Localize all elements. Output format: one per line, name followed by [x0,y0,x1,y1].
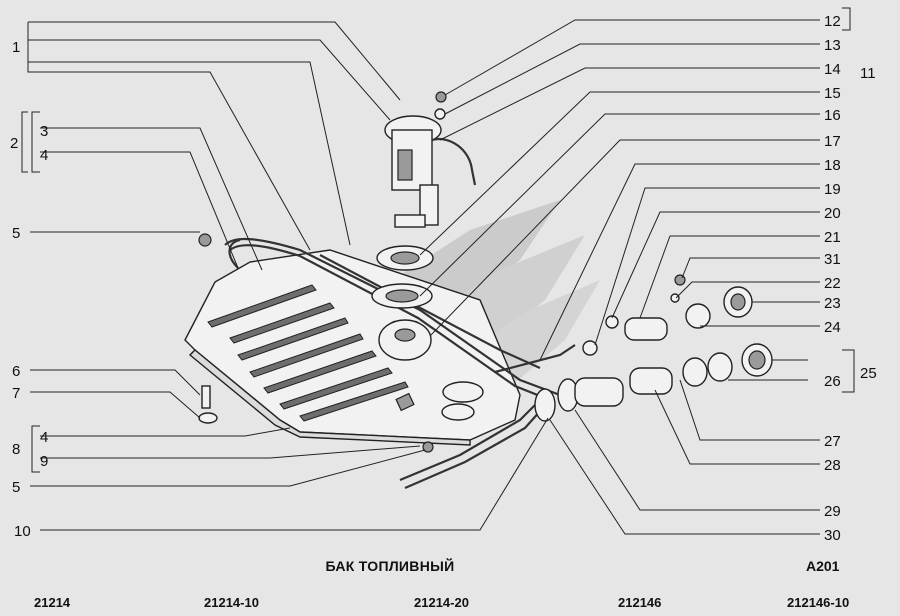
tank-filler-port [442,381,484,403]
model-label: 21214-20 [414,595,469,610]
nut-31 [674,274,686,286]
callout-31: 31 [824,251,841,268]
pipe-28 [629,367,673,395]
callout-8: 8 [12,441,20,458]
callout-28: 28 [824,457,841,474]
callout-5-lower: 5 [12,479,20,496]
callout-26: 26 [824,373,841,390]
callout-24: 24 [824,319,841,336]
nut-12 [435,91,447,103]
callout-23: 23 [824,295,841,312]
pump-gaskets [371,245,434,361]
clamp-30 [534,388,556,422]
diagram-code: A201 [806,558,840,574]
bolt-6 [201,385,211,409]
callout-2: 2 [10,135,18,152]
callout-4-lower: 4 [40,429,48,446]
callout-1: 1 [12,39,20,56]
callout-29: 29 [824,503,841,520]
diagram-title: БАК ТОПЛИВНЫЙ [325,558,455,574]
model-label: 212146-10 [787,595,850,610]
washer-13 [434,108,446,120]
model-label: 21214 [34,595,71,610]
callout-10: 10 [14,523,31,540]
callout-21: 21 [824,229,841,246]
callout-15: 15 [824,85,841,102]
callout-5-upper: 5 [12,225,20,242]
callouts-left: 1 2 3 4 5 6 7 8 4 9 5 10 [10,39,48,540]
leader-lines [21,7,855,535]
callout-22: 22 [824,275,841,292]
model-label: 212146 [618,595,662,610]
model-label: 21214-10 [204,595,259,610]
callout-20: 20 [824,205,841,222]
seal-26 [682,357,708,387]
clamp-18 [582,340,598,356]
filler-neck-parts [534,274,773,422]
fuel-tank [184,249,521,446]
callout-30: 30 [824,527,841,544]
tank-ribs [207,284,409,422]
pipe-24 [624,317,668,341]
clamp-20 [605,315,619,329]
callouts-right: 12 13 14 11 15 16 17 18 19 20 21 31 22 2… [824,13,877,544]
callout-14: 14 [824,61,841,78]
washer-7 [198,412,218,424]
callout-3: 3 [40,123,48,140]
callout-25: 25 [860,365,877,382]
callout-27: 27 [824,433,841,450]
callout-13: 13 [824,37,841,54]
fuel-pump-assembly [384,91,477,228]
callout-7: 7 [12,385,20,402]
washer-22 [670,293,680,303]
callout-17: 17 [824,133,841,150]
callout-11: 11 [860,65,876,82]
callout-4-upper: 4 [40,147,48,164]
callout-9: 9 [40,453,48,470]
callout-19: 19 [824,181,841,198]
nut-5 [198,233,212,247]
tank-bracket [395,392,415,412]
callout-18: 18 [824,157,841,174]
nut-9 [422,441,434,453]
hose-27 [574,377,624,407]
callout-6: 6 [12,363,20,380]
callout-12: 12 [824,13,841,30]
left-fasteners [198,233,434,453]
callout-16: 16 [824,107,841,124]
